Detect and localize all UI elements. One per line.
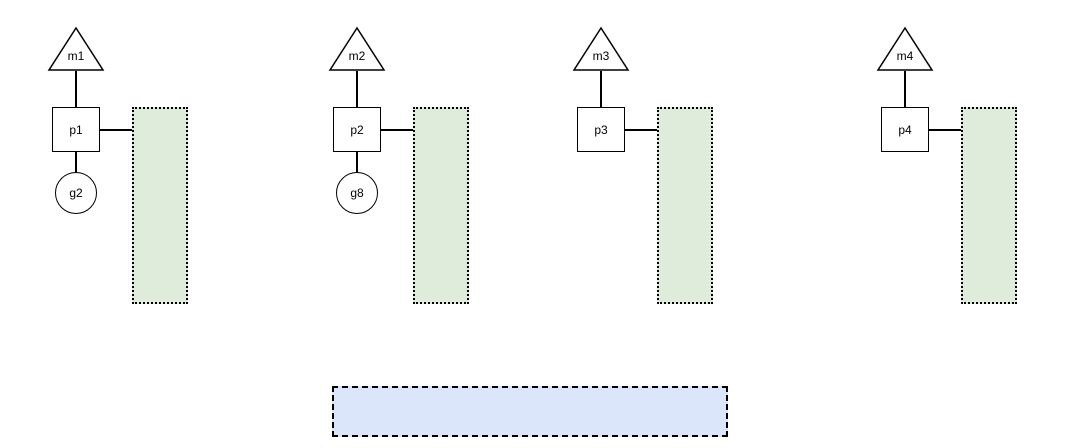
triangle-node-m4[interactable]: [876, 26, 934, 72]
connector-square-circle: [356, 152, 358, 173]
square-node-p2[interactable]: p2: [333, 107, 381, 152]
circle-label: g8: [350, 186, 364, 200]
connector-square-zone: [625, 129, 657, 131]
triangle-shape: [572, 26, 630, 71]
square-label: p3: [594, 122, 608, 137]
triangle-node-m2[interactable]: [328, 26, 386, 72]
triangle-shape: [328, 26, 386, 71]
square-node-p4[interactable]: p4: [881, 107, 929, 152]
connector-triangle-square: [904, 71, 906, 107]
triangle-shape: [47, 26, 105, 71]
square-label: p2: [350, 122, 364, 137]
connector-square-zone: [381, 129, 413, 131]
triangle-label: m4: [896, 49, 914, 63]
blue-dashed-zone[interactable]: [332, 386, 728, 437]
triangle-node-m1[interactable]: [47, 26, 105, 72]
square-label: p4: [898, 122, 912, 137]
triangle-label: m3: [592, 49, 610, 63]
connector-square-circle: [75, 152, 77, 173]
green-dotted-zone-2[interactable]: [413, 107, 469, 304]
triangle-node-m3[interactable]: [572, 26, 630, 72]
connector-square-zone: [100, 129, 132, 131]
unit-group-2: m2 p2 g8: [328, 0, 473, 448]
square-node-p3[interactable]: p3: [577, 107, 625, 152]
green-dotted-zone-3[interactable]: [657, 107, 713, 304]
square-node-p1[interactable]: p1: [52, 107, 100, 152]
connector-triangle-square: [75, 71, 77, 107]
green-dotted-zone-1[interactable]: [132, 107, 188, 304]
circle-node-g8[interactable]: g8: [336, 172, 378, 214]
circle-node-g2[interactable]: g2: [55, 172, 97, 214]
triangle-shape: [876, 26, 934, 71]
connector-triangle-square: [600, 71, 602, 107]
square-label: p1: [69, 122, 83, 137]
green-dotted-zone-4[interactable]: [961, 107, 1017, 304]
connector-square-zone: [929, 129, 961, 131]
unit-group-3: m3 p3: [572, 0, 717, 448]
unit-group-1: m1 p1 g2: [47, 0, 192, 448]
circle-label: g2: [69, 186, 83, 200]
connector-triangle-square: [356, 71, 358, 107]
triangle-label: m1: [67, 49, 85, 63]
triangle-label: m2: [348, 49, 366, 63]
unit-group-4: m4 p4: [876, 0, 1021, 448]
